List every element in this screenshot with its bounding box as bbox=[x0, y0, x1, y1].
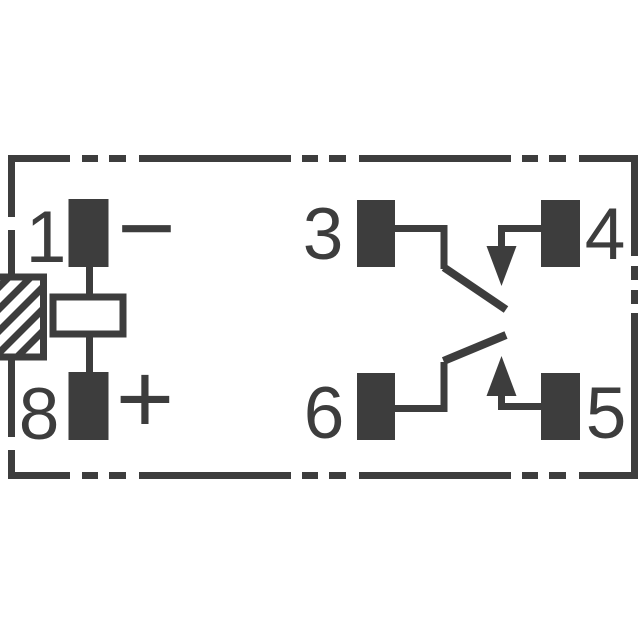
pin5-wire bbox=[498, 394, 541, 410]
pin5-pad bbox=[541, 373, 580, 440]
pin1-label: 1 bbox=[26, 197, 67, 278]
pin6-pad bbox=[357, 373, 395, 440]
plus-icon: + bbox=[116, 343, 174, 455]
pin3-label: 3 bbox=[303, 194, 344, 275]
pin3-wire bbox=[395, 225, 448, 269]
pin4-label: 4 bbox=[585, 194, 626, 275]
pin6-wire bbox=[395, 362, 448, 412]
contact-section: 3 4 6 5 bbox=[303, 194, 627, 454]
pin4-pad bbox=[541, 200, 580, 267]
pin5-label: 5 bbox=[586, 373, 627, 454]
coil-core-hatch bbox=[0, 273, 47, 361]
movable-contact-blade-top bbox=[441, 264, 509, 313]
pin6-label: 6 bbox=[304, 373, 345, 454]
pin8-label: 8 bbox=[19, 374, 60, 455]
minus-icon: − bbox=[117, 172, 175, 284]
actuation-arrow-down-icon bbox=[486, 246, 517, 286]
pin1-pad bbox=[68, 199, 109, 267]
coil-body bbox=[49, 293, 127, 338]
pin4-wire bbox=[498, 225, 541, 247]
actuation-arrow-up-icon bbox=[486, 356, 517, 396]
pin8-pad bbox=[68, 372, 109, 440]
coil-section: 1 − 8 + bbox=[0, 172, 176, 455]
pin3-pad bbox=[357, 200, 395, 267]
movable-contact-blade-bottom bbox=[441, 331, 508, 365]
